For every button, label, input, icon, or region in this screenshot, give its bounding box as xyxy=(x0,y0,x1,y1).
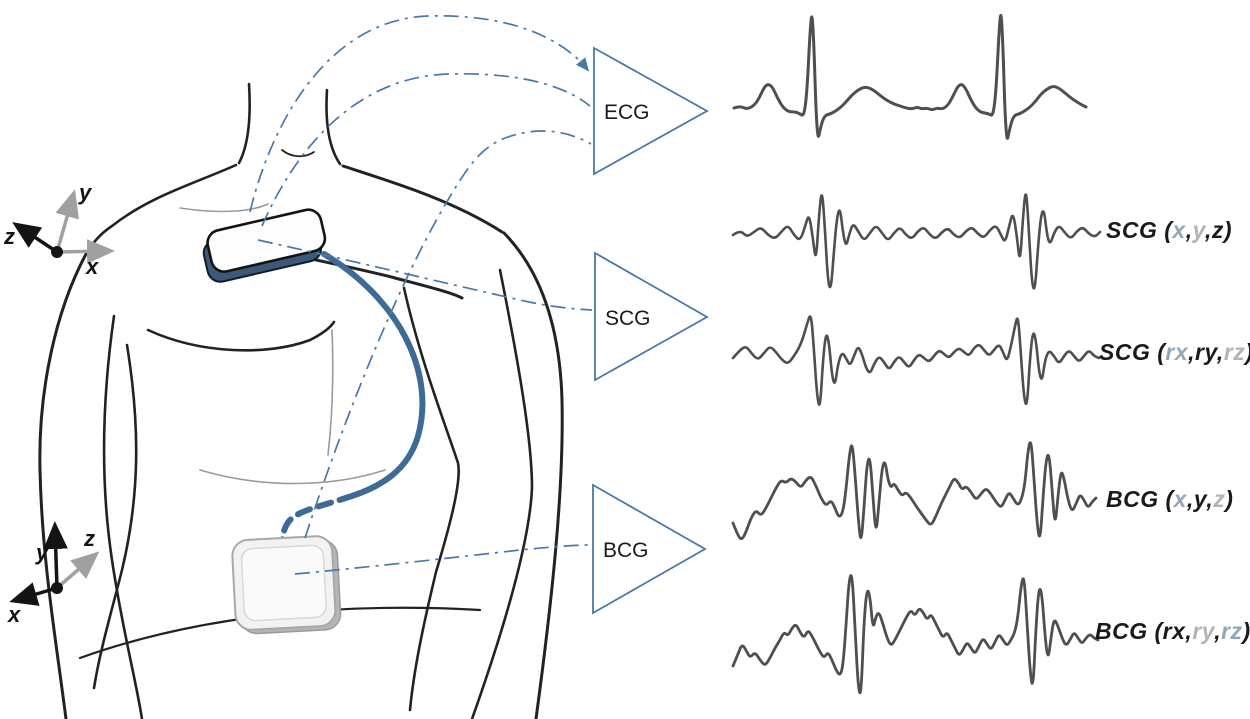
chest-y-axis xyxy=(55,189,80,254)
chest-sensor xyxy=(202,208,327,283)
signal-label-part: , xyxy=(1185,618,1193,644)
abdomen-device xyxy=(231,535,342,635)
signal-label-part: x xyxy=(1172,217,1186,243)
scg-xyz-waveform-path xyxy=(731,193,1102,290)
faint-detail-lines xyxy=(179,203,386,485)
chest-y-axis-label: y xyxy=(78,180,93,205)
axis-triad-abdomen: y z x xyxy=(7,521,100,627)
chest-x-axis-label: x xyxy=(85,254,99,279)
signal-label-scg-rxryrz: SCG (rx,ry,rz) xyxy=(1099,339,1250,366)
signal-label-part: ) xyxy=(1225,486,1234,512)
abdomen-axis-origin xyxy=(51,582,63,594)
ecg-amplifier-label: ECG xyxy=(604,101,650,124)
chest-x-axis xyxy=(55,239,115,264)
axis-triad-chest: y x z xyxy=(3,180,115,279)
signal-label-part: ) xyxy=(1245,339,1250,365)
neck-base-line xyxy=(281,149,315,158)
chest-sensor-face xyxy=(206,208,327,273)
signal-label-part: z xyxy=(1213,486,1226,512)
bcg-xyz-waveform-path xyxy=(731,441,1098,541)
signal-label-part: , xyxy=(1205,217,1212,243)
signal-label-part: ry xyxy=(1192,618,1215,644)
arm-left-outer-line xyxy=(38,252,88,719)
signal-label-part: , xyxy=(1216,339,1224,365)
ecg-waveform xyxy=(732,13,1088,140)
pec-left-line xyxy=(146,320,336,352)
ecg-connector-1 xyxy=(249,15,590,213)
signal-label-part: y xyxy=(1193,486,1207,512)
cable-solid-segment xyxy=(321,251,426,499)
signal-label-part: rx xyxy=(1165,339,1189,365)
abdomen-faint-line xyxy=(199,469,386,485)
abdomen-y-axis xyxy=(43,521,68,590)
ecg-waveform-path xyxy=(732,13,1088,140)
abdomen-x-axis xyxy=(9,582,59,606)
signal-label-part: ) xyxy=(1242,618,1250,644)
neck-left-line xyxy=(237,82,251,165)
signal-label-part: , xyxy=(1188,339,1196,365)
waveforms xyxy=(731,13,1102,695)
signal-label-part: rx xyxy=(1162,618,1186,644)
chest-z-axis xyxy=(12,222,59,254)
scg-amplifier-label: SCG xyxy=(605,307,651,330)
scg-amplifier: SCG xyxy=(594,251,709,382)
amplifier-blocks: ECG SCG BCG xyxy=(592,46,709,615)
neck-right-line xyxy=(325,88,342,166)
signal-label-part: , xyxy=(1214,618,1222,644)
signal-label-part: BCG ( xyxy=(1095,618,1163,644)
scg-rxryrz-waveform xyxy=(731,315,1101,406)
abdomen-z-axis xyxy=(55,551,100,590)
signal-label-part: ry xyxy=(1195,339,1217,365)
abdomen-device-inner-face xyxy=(240,544,327,622)
signal-label-scg-xyz: SCG (x,y,z) xyxy=(1106,217,1232,244)
bcg-xyz-waveform xyxy=(731,441,1098,541)
signal-label-part: ) xyxy=(1223,217,1233,243)
chest-axis-origin xyxy=(51,246,63,258)
signal-label-bcg-rxryrz: BCG (rx,ry,rz) xyxy=(1095,618,1250,645)
signal-label-part: , xyxy=(1186,486,1194,512)
signal-label-part: z xyxy=(1211,217,1224,243)
abdomen-y-axis-label: y xyxy=(35,540,50,565)
ecg-connector-3 xyxy=(304,130,592,539)
bcg-rxryrz-waveform xyxy=(731,574,1100,695)
sternum-faint-line xyxy=(327,329,334,456)
clavicle-faint-line xyxy=(179,203,269,213)
scg-amplifier-triangle xyxy=(594,251,709,382)
signal-label-part: rz xyxy=(1223,339,1246,365)
abdomen-x-axis-label: x xyxy=(7,602,21,627)
arm-left-inner-line xyxy=(102,314,144,719)
signal-label-part: , xyxy=(1185,217,1193,243)
bcg-amplifier-triangle xyxy=(592,483,707,615)
signal-connectors xyxy=(249,15,593,575)
bcg-connector xyxy=(294,544,591,575)
signal-label-part: SCG ( xyxy=(1106,217,1173,243)
bcg-rxryrz-waveform-path xyxy=(731,574,1100,695)
sensor-cable xyxy=(279,251,426,553)
torso-left-line xyxy=(92,343,138,690)
signal-label-part: BCG ( xyxy=(1106,486,1174,512)
arm-right-inner-line xyxy=(470,268,534,719)
signal-label-part: rz xyxy=(1221,618,1243,644)
scg-connector xyxy=(257,239,593,311)
bcg-amplifier-label: BCG xyxy=(603,539,649,562)
torso-right-line xyxy=(402,286,460,712)
shoulder-right-line xyxy=(341,164,504,234)
scg-rxryrz-waveform-path xyxy=(731,315,1101,406)
chest-z-axis-label: z xyxy=(3,224,15,249)
ecg-amplifier-triangle xyxy=(593,46,709,176)
signal-label-part: SCG ( xyxy=(1099,339,1166,365)
signal-label-part: , xyxy=(1206,486,1214,512)
signal-label-part: x xyxy=(1173,486,1187,512)
arm-right-outer-line xyxy=(502,231,564,719)
scg-xyz-waveform xyxy=(731,193,1102,290)
signal-label-part: y xyxy=(1192,217,1206,243)
ecg-connector-2 xyxy=(261,73,591,227)
abdomen-z-axis-label: z xyxy=(83,526,95,551)
bcg-amplifier: BCG xyxy=(592,483,707,615)
signal-label-bcg-xyz: BCG (x,y,z) xyxy=(1106,486,1233,513)
ecg-amplifier: ECG xyxy=(593,46,709,176)
